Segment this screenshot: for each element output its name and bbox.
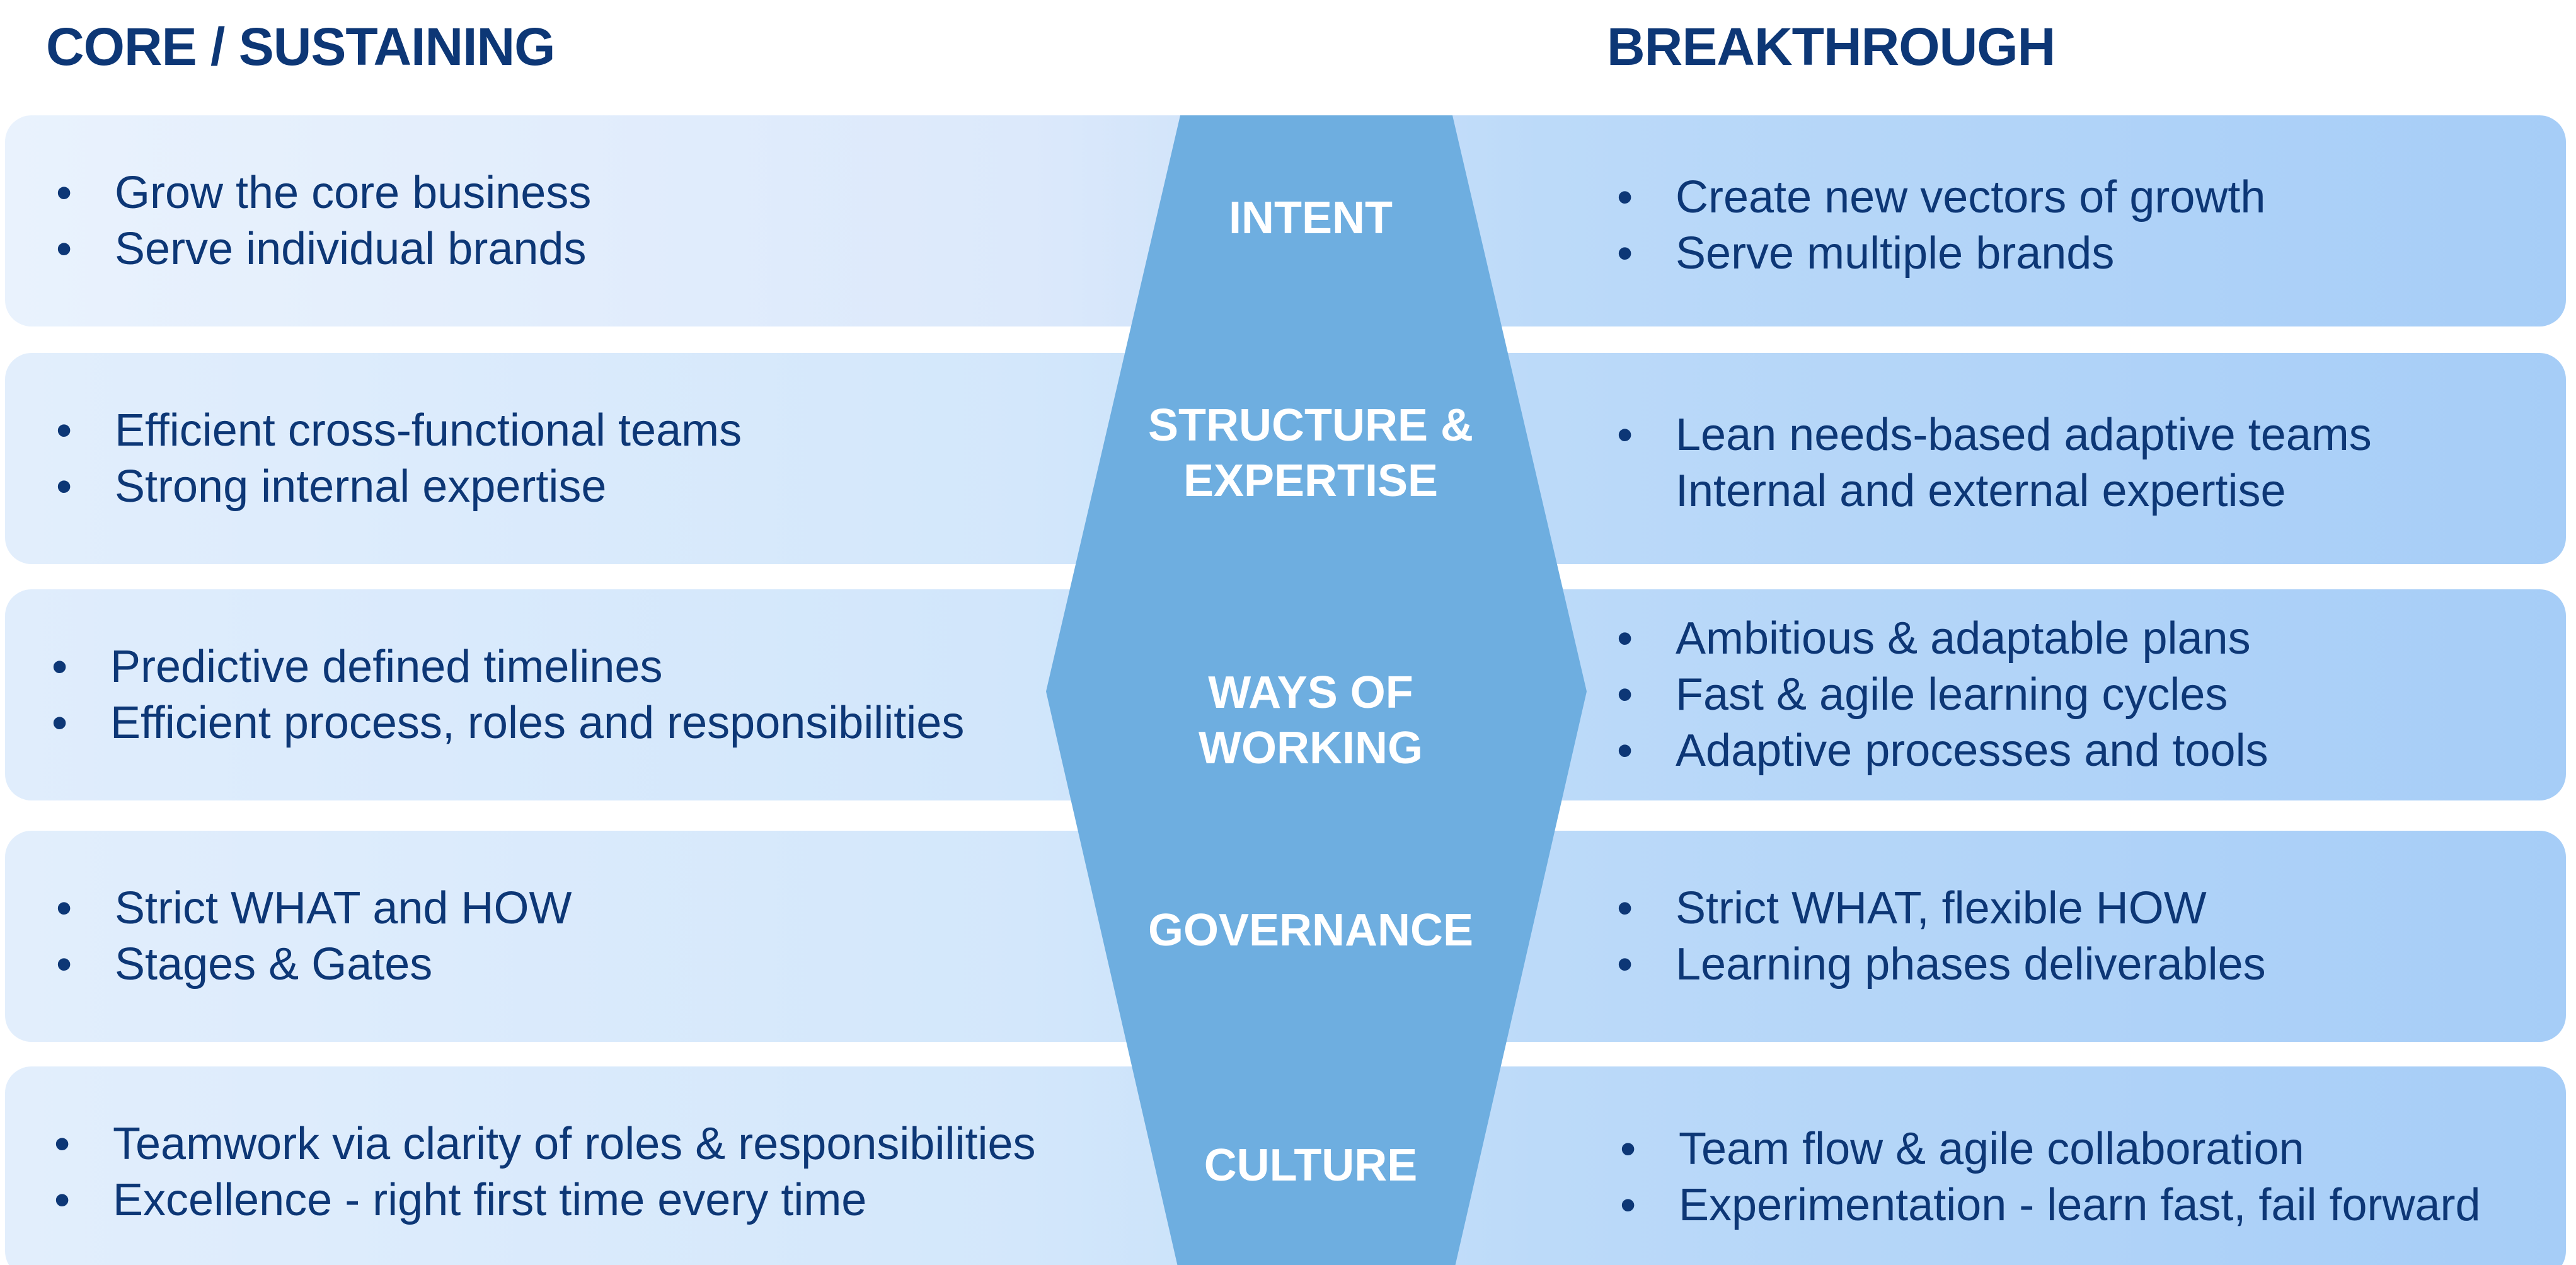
list-item: Grow the core business <box>46 165 591 221</box>
core-list-intent: Grow the core business Serve individual … <box>46 165 591 277</box>
breakthrough-cell-ways-of-working: Ambitious & adaptable plans Fast & agile… <box>1607 589 2268 800</box>
list-item: Serve multiple brands <box>1607 226 2265 282</box>
row-label-governance: GOVERNANCE <box>1046 903 1575 958</box>
core-list-ways-of-working: Predictive defined timelines Efficient p… <box>42 639 964 751</box>
breakthrough-heading: BREAKTHROUGH <box>1607 17 2056 76</box>
list-item: Lean needs-based adaptive teams <box>1607 407 2372 463</box>
list-item: Efficient cross-functional teams <box>46 403 742 459</box>
list-item: Experimentation - learn fast, fail forwa… <box>1610 1177 2481 1233</box>
row-label-text: INTENT <box>1229 193 1393 243</box>
core-list-governance: Strict WHAT and HOW Stages & Gates <box>46 881 572 993</box>
core-list-structure: Efficient cross-functional teams Strong … <box>46 403 742 515</box>
core-cell-intent: Grow the core business Serve individual … <box>46 115 591 326</box>
list-item: Create new vectors of growth <box>1607 170 2265 226</box>
breakthrough-cell-governance: Strict WHAT, flexible HOW Learning phase… <box>1607 831 2266 1042</box>
breakthrough-cell-culture: Team flow & agile collaboration Experime… <box>1610 1071 2481 1265</box>
core-cell-governance: Strict WHAT and HOW Stages & Gates <box>46 831 572 1042</box>
list-item: Internal and external expertise <box>1676 465 2286 516</box>
row-label-text: GOVERNANCE <box>1147 905 1474 956</box>
core-list-culture: Teamwork via clarity of roles & responsi… <box>44 1116 1036 1228</box>
breakthrough-list-ways-of-working: Ambitious & adaptable plans Fast & agile… <box>1607 611 2268 779</box>
row-label-line: WAYS OF <box>1208 667 1413 718</box>
core-cell-culture: Teamwork via clarity of roles & responsi… <box>44 1066 1036 1265</box>
list-item: Predictive defined timelines <box>42 639 964 695</box>
row-label-line: WORKING <box>1199 723 1423 773</box>
list-item: Efficient process, roles and responsibil… <box>42 695 964 751</box>
list-item: Serve individual brands <box>46 221 591 277</box>
list-item: Team flow & agile collaboration <box>1610 1121 2481 1177</box>
list-item: Fast & agile learning cycles <box>1607 667 2268 723</box>
center-hourglass-polygon <box>1046 115 1587 1265</box>
list-item: Strong internal expertise <box>46 459 742 515</box>
list-item: Strict WHAT and HOW <box>46 881 572 937</box>
core-sustaining-heading: CORE / SUSTAINING <box>46 17 555 76</box>
row-label-ways-of-working: WAYS OF WORKING <box>1046 665 1575 776</box>
list-item: Ambitious & adaptable plans <box>1607 611 2268 667</box>
list-item: Stages & Gates <box>46 937 572 993</box>
row-label-intent: INTENT <box>1046 190 1575 246</box>
row-label-text: CULTURE <box>1204 1140 1418 1191</box>
breakthrough-cell-structure: Lean needs-based adaptive teams Internal… <box>1607 357 2372 569</box>
row-label-line: EXPERTISE <box>1183 456 1439 506</box>
breakthrough-list-governance: Strict WHAT, flexible HOW Learning phase… <box>1607 881 2266 993</box>
breakthrough-list-culture: Team flow & agile collaboration Experime… <box>1610 1121 2481 1233</box>
list-item: Strict WHAT, flexible HOW <box>1607 881 2266 937</box>
row-label-structure: STRUCTURE & EXPERTISE <box>1046 398 1575 509</box>
breakthrough-list-intent: Create new vectors of growth Serve multi… <box>1607 170 2265 282</box>
list-item: Learning phases deliverables <box>1607 937 2266 993</box>
list-item: Adaptive processes and tools <box>1607 723 2268 779</box>
row-label-culture: CULTURE <box>1046 1138 1575 1193</box>
breakthrough-cell-intent: Create new vectors of growth Serve multi… <box>1607 120 2265 331</box>
breakthrough-list-structure: Lean needs-based adaptive teams Internal… <box>1607 407 2372 519</box>
core-cell-ways-of-working: Predictive defined timelines Efficient p… <box>42 589 964 800</box>
list-item: Excellence - right first time every time <box>44 1172 1036 1228</box>
row-label-line: STRUCTURE & <box>1148 400 1473 451</box>
list-item: Teamwork via clarity of roles & responsi… <box>44 1116 1036 1172</box>
core-cell-structure: Efficient cross-functional teams Strong … <box>46 353 742 564</box>
